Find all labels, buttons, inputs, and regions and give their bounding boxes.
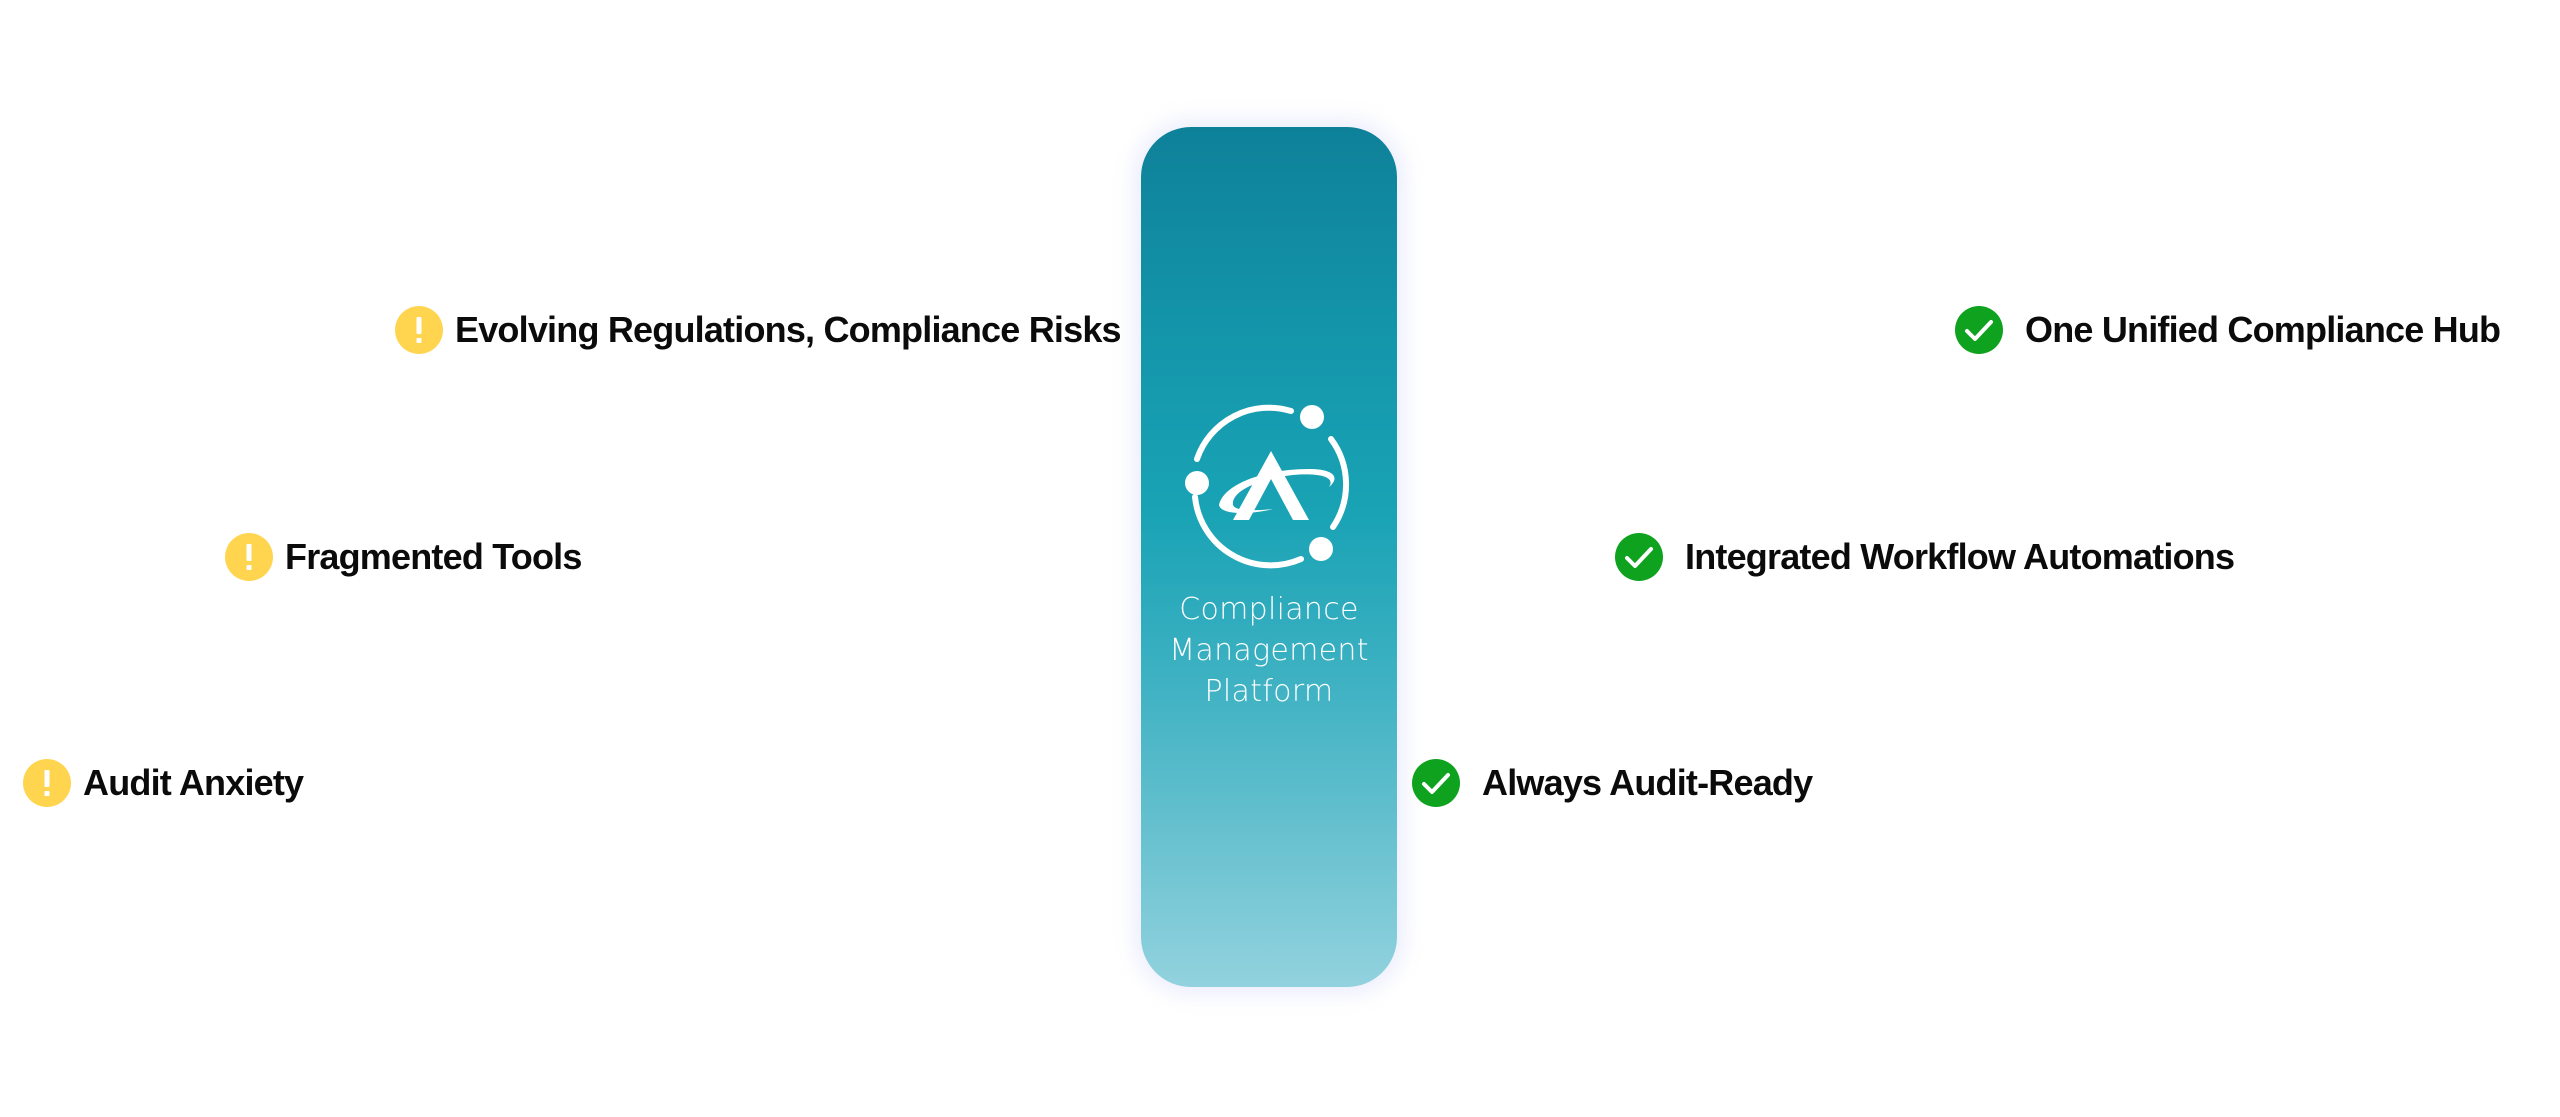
challenge-label: Audit Anxiety — [83, 762, 304, 803]
warning-icon — [23, 759, 71, 807]
warning-icon — [395, 306, 443, 354]
warning-icon — [225, 533, 273, 581]
checkmark-icon — [1955, 306, 2003, 354]
benefit-label: One Unified Compliance Hub — [2025, 309, 2501, 350]
challenge-item: Evolving Regulations, Compliance Risks — [395, 305, 1122, 355]
checkmark-icon — [1615, 533, 1663, 581]
benefit-label: Integrated Workflow Automations — [1685, 536, 2235, 577]
challenge-label: Fragmented Tools — [285, 536, 582, 577]
challenge-item: Fragmented Tools — [225, 532, 582, 582]
benefit-item: Integrated Workflow Automations — [1615, 532, 2235, 582]
challenge-label: Evolving Regulations, Compliance Risks — [455, 309, 1122, 350]
platform-title-line: Management — [1169, 633, 1369, 668]
challenge-item: Audit Anxiety — [23, 758, 304, 808]
benefit-item: One Unified Compliance Hub — [1955, 305, 2501, 355]
checkmark-icon — [1412, 759, 1460, 807]
platform-title-line: Platform — [1204, 674, 1334, 709]
orbit-a-logo-icon — [1185, 404, 1350, 569]
benefit-label: Always Audit-Ready — [1482, 762, 1813, 803]
platform-title-line: Compliance — [1179, 592, 1359, 627]
benefit-item: Always Audit-Ready — [1412, 758, 1813, 808]
platform-title: Compliance Management Platform — [1141, 589, 1397, 712]
platform-card: Compliance Management Platform — [1141, 127, 1397, 987]
